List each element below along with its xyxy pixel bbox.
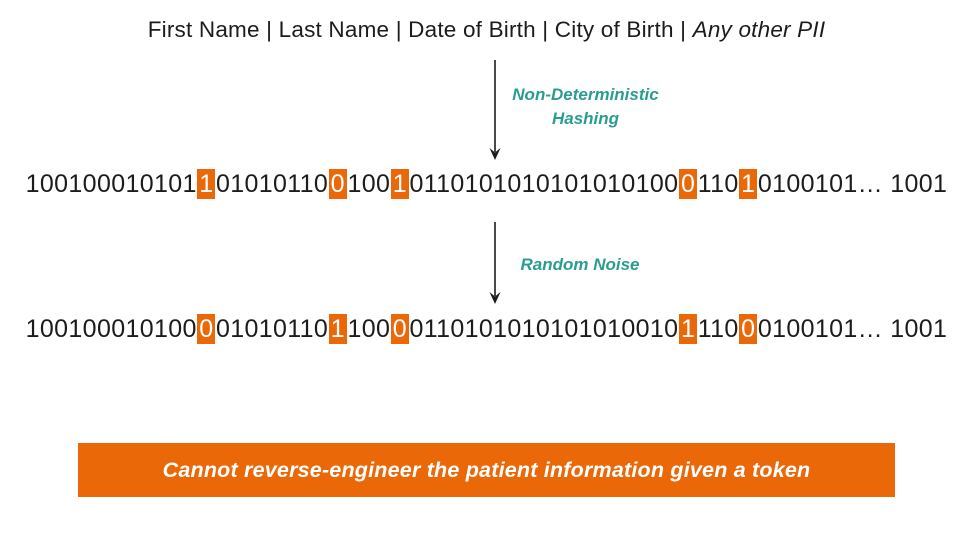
highlighted-bit: 1 <box>739 169 758 199</box>
bit-sequence: 01010110 <box>215 170 329 198</box>
bit-sequence: 100 <box>347 315 391 343</box>
down-arrow-icon <box>489 222 501 304</box>
hashing-label-line2: Hashing <box>551 108 620 128</box>
bit-sequence: 110 <box>697 170 739 198</box>
highlighted-bit: 1 <box>328 314 347 344</box>
privacy-banner: Cannot reverse-engineer the patient info… <box>78 443 895 497</box>
hashing-step-label: Non-Deterministic Hashing <box>498 83 673 131</box>
hashing-label-line1: Non-Deterministic <box>512 85 659 104</box>
pii-fields-regular-text: First Name | Last Name | Date of Birth |… <box>147 17 693 42</box>
highlighted-bit: 1 <box>390 169 409 199</box>
bit-sequence: 100 <box>347 170 391 198</box>
bit-sequence: 100100010101 <box>25 170 197 198</box>
highlighted-bit: 0 <box>739 314 758 344</box>
highlighted-bit: 1 <box>197 169 216 199</box>
bit-sequence: 0100101… 1001 <box>757 170 948 198</box>
highlighted-bit: 0 <box>197 314 216 344</box>
highlighted-bit: 0 <box>390 314 409 344</box>
bit-sequence: 110 <box>697 315 739 343</box>
pii-any-other-text: Any other PII <box>692 17 826 42</box>
down-arrow-icon <box>489 60 501 160</box>
bit-sequence: 0110101010101010100 <box>409 170 679 198</box>
bit-sequence: 100100010100 <box>25 315 197 343</box>
bit-sequence: 0110101010101010010 <box>409 315 679 343</box>
highlighted-bit: 0 <box>678 169 698 199</box>
bit-sequence: 0100101… 1001 <box>757 315 948 343</box>
highlighted-bit: 1 <box>678 314 698 344</box>
noise-step-label: Random Noise <box>500 253 660 277</box>
privacy-banner-text: Cannot reverse-engineer the patient info… <box>162 457 811 482</box>
noise-label-text: Random Noise <box>520 255 640 274</box>
pii-fields-label: First Name | Last Name | Date of Birth |… <box>0 17 973 43</box>
bit-sequence: 01010110 <box>215 315 329 343</box>
highlighted-bit: 0 <box>328 169 347 199</box>
